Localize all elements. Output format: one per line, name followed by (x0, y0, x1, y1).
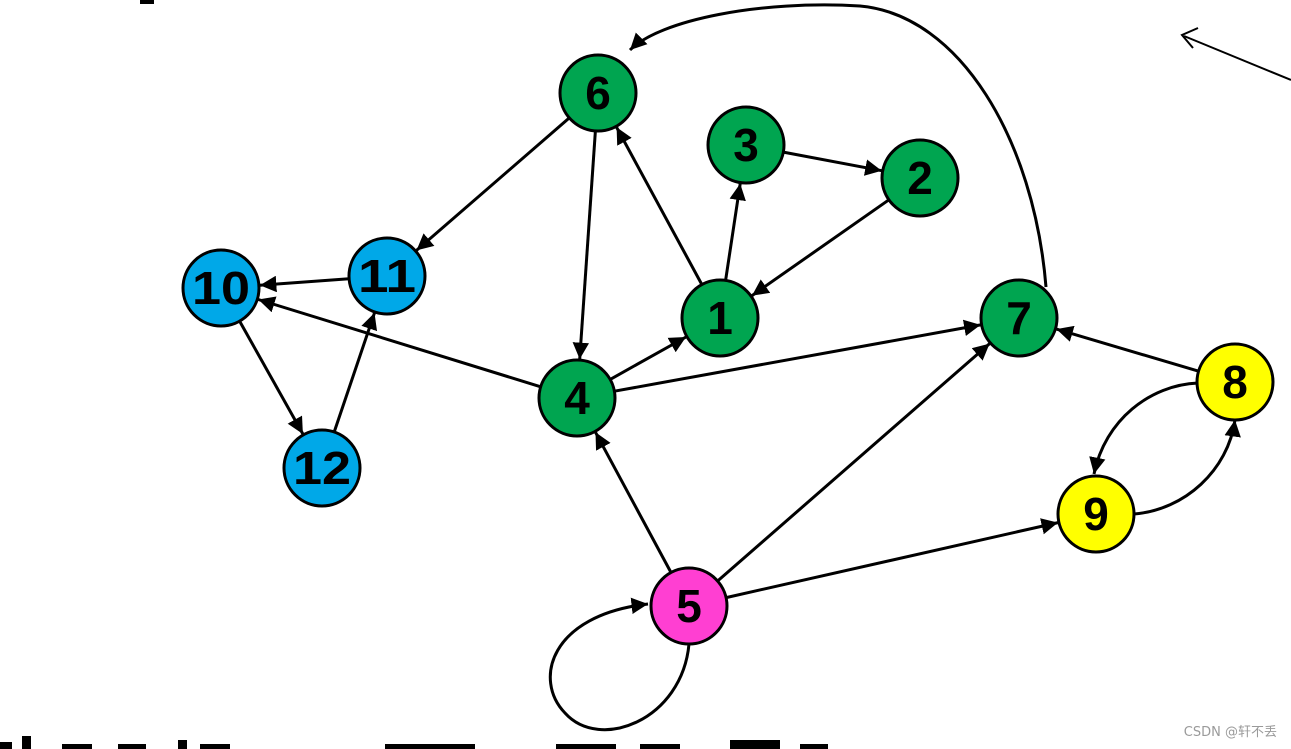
edge-6-to-11 (415, 116, 571, 252)
node-6: 6 (558, 53, 638, 133)
pointer-arrow-icon (1180, 27, 1291, 81)
node-circle (282, 428, 362, 508)
edge-8-to-7 (1055, 325, 1200, 373)
node-circle (558, 53, 638, 133)
node-circle (880, 138, 960, 218)
edge-11-to-10 (259, 275, 350, 293)
edges-layer (238, 3, 1241, 732)
node-label: 10 (192, 262, 250, 314)
node-5: 5 (649, 566, 729, 646)
node-3: 3 (706, 105, 786, 185)
edge-4-to-7 (614, 319, 981, 393)
edge-5-to-9 (725, 518, 1059, 600)
node-label: 4 (564, 372, 590, 424)
edge-5-to-7 (716, 342, 991, 583)
edge-9-to-8 (1133, 419, 1241, 516)
node-4: 4 (537, 358, 617, 438)
edge-4-to-1 (609, 335, 687, 381)
node-10: 10 (181, 248, 261, 328)
node-circle (181, 248, 261, 328)
edge-7-to-6 (628, 3, 1048, 288)
node-circle (1056, 474, 1136, 554)
node-7: 7 (979, 278, 1059, 358)
node-circle (347, 236, 427, 316)
node-label: 12 (293, 442, 351, 494)
node-label: 2 (907, 152, 933, 204)
edge-6-to-4 (572, 130, 597, 360)
node-circle (649, 566, 729, 646)
node-circle (979, 278, 1059, 358)
node-label: 3 (733, 119, 759, 171)
node-label: 5 (676, 580, 702, 632)
edge-10-to-12 (238, 320, 305, 435)
edge-5-to-4 (594, 431, 673, 574)
node-12: 12 (282, 428, 362, 508)
partial-text-top-left (140, 0, 154, 4)
node-label: 6 (585, 67, 611, 119)
node-9: 9 (1056, 474, 1136, 554)
edge-2-to-1 (751, 198, 890, 297)
node-label: 8 (1222, 356, 1248, 408)
edge-1-to-6 (615, 126, 704, 286)
node-label: 7 (1006, 292, 1032, 344)
edge-1-to-3 (724, 183, 746, 281)
node-label: 1 (707, 292, 733, 344)
node-1: 1 (680, 278, 760, 358)
node-label: 9 (1083, 488, 1109, 540)
edge-3-to-2 (783, 150, 882, 176)
node-circle (680, 278, 760, 358)
node-circle (1195, 342, 1275, 422)
edge-12-to-11 (332, 312, 378, 433)
watermark: CSDN @轩不丢 (1183, 725, 1277, 740)
node-label: 11 (358, 250, 416, 302)
node-11: 11 (347, 236, 427, 316)
node-circle (706, 105, 786, 185)
node-2: 2 (880, 138, 960, 218)
edge-4-to-10 (257, 296, 542, 389)
partial-text-bottom (0, 736, 828, 749)
node-8: 8 (1195, 342, 1275, 422)
node-circle (537, 358, 617, 438)
edge-8-to-9 (1089, 381, 1199, 475)
edge-5-to-5 (548, 597, 691, 732)
